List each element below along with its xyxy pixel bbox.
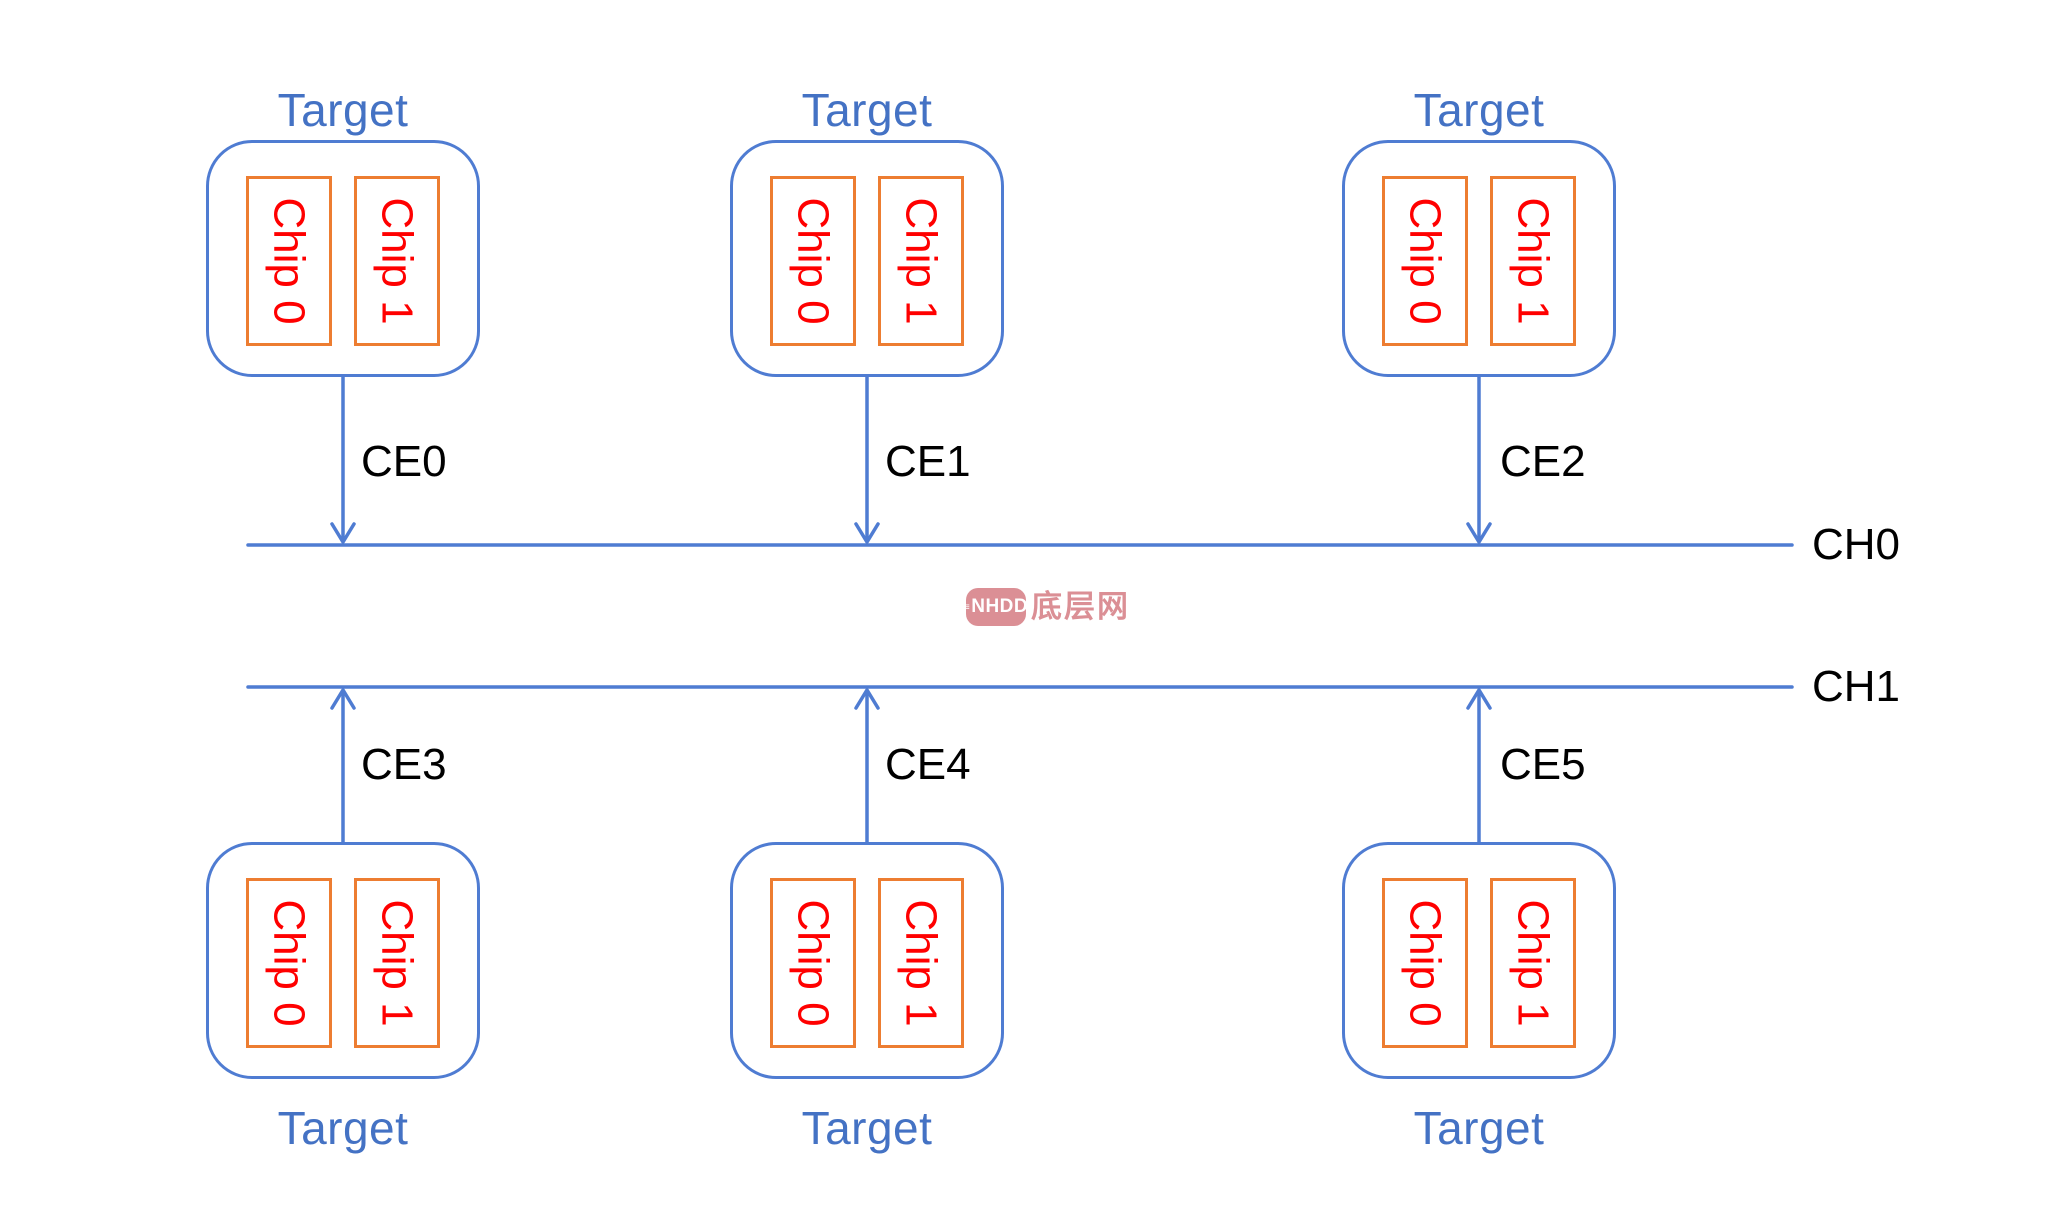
- ce5-label: CE5: [1500, 740, 1586, 789]
- chip-label: Chip 0: [1401, 899, 1450, 1027]
- watermark-badge: ≡ NHDD: [963, 588, 1029, 626]
- target-box: Chip 0 Chip 1: [206, 140, 480, 377]
- watermark-site-text: 底层网: [1031, 589, 1130, 624]
- ce1-arrow: [854, 375, 880, 546]
- target-box: Chip 0 Chip 1: [730, 140, 1004, 377]
- ce3-arrow: [330, 686, 356, 844]
- chip-label: Chip 0: [265, 197, 314, 325]
- chip-box: Chip 0: [770, 878, 856, 1048]
- target-label: Target: [277, 1102, 409, 1154]
- chip-box: Chip 1: [1490, 878, 1576, 1048]
- chip-label: Chip 1: [1509, 197, 1558, 325]
- ce4-label: CE4: [885, 740, 971, 789]
- target-label: Target: [801, 1102, 933, 1154]
- target-box: Chip 0 Chip 1: [730, 842, 1004, 1079]
- ce2-arrow: [1466, 375, 1492, 546]
- target-box: Chip 0 Chip 1: [206, 842, 480, 1079]
- target-label: Target: [801, 84, 933, 136]
- watermark-badge-text: NHDD: [971, 596, 1029, 617]
- ch0-label: CH0: [1812, 520, 1901, 569]
- chip-label: Chip 1: [373, 197, 422, 325]
- chip-box: Chip 0: [770, 176, 856, 346]
- chip-label: Chip 1: [897, 197, 946, 325]
- ce0-label: CE0: [361, 437, 447, 486]
- ce5-arrow: [1466, 686, 1492, 844]
- chip-label: Chip 0: [789, 899, 838, 1027]
- watermark: ≡ NHDD 底层网: [963, 588, 1130, 626]
- chip-box: Chip 1: [1490, 176, 1576, 346]
- target-box: Chip 0 Chip 1: [1342, 842, 1616, 1079]
- chip-label: Chip 1: [1509, 899, 1558, 1027]
- target-label: Target: [1413, 1102, 1545, 1154]
- chip-box: Chip 0: [246, 176, 332, 346]
- chip-label: Chip 1: [373, 899, 422, 1027]
- chip-box: Chip 1: [354, 878, 440, 1048]
- ce0-arrow: [330, 375, 356, 546]
- chip-box: Chip 1: [354, 176, 440, 346]
- chip-box: Chip 0: [246, 878, 332, 1048]
- menu-bars-icon: ≡: [963, 601, 971, 613]
- chip-label: Chip 1: [897, 899, 946, 1027]
- chip-box: Chip 1: [878, 878, 964, 1048]
- target-label: Target: [277, 84, 409, 136]
- target-label: Target: [1413, 84, 1545, 136]
- chip-label: Chip 0: [265, 899, 314, 1027]
- ce3-label: CE3: [361, 740, 447, 789]
- ce2-label: CE2: [1500, 437, 1586, 486]
- chip-box: Chip 0: [1382, 176, 1468, 346]
- ch1-label: CH1: [1812, 662, 1901, 711]
- target-box: Chip 0 Chip 1: [1342, 140, 1616, 377]
- chip-label: Chip 0: [1401, 197, 1450, 325]
- ce4-arrow: [854, 686, 880, 844]
- chip-label: Chip 0: [789, 197, 838, 325]
- chip-box: Chip 0: [1382, 878, 1468, 1048]
- chip-box: Chip 1: [878, 176, 964, 346]
- ce1-label: CE1: [885, 437, 971, 486]
